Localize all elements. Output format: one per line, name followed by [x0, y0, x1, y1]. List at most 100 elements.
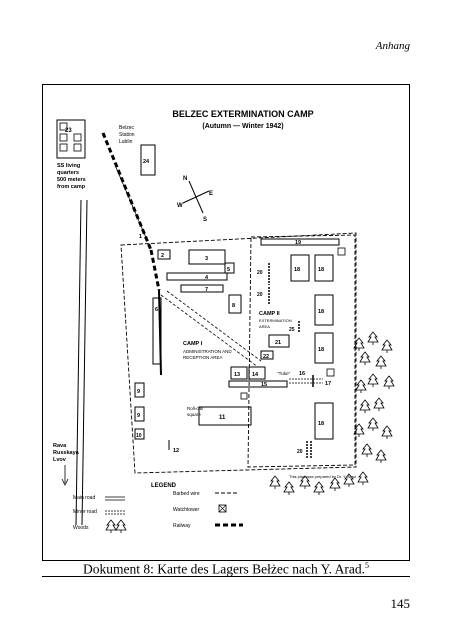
building-23-room: [59, 133, 68, 142]
prepared-by: This plan was prepared by Dr. Y. Arad: [289, 474, 356, 479]
label-18d: 18: [318, 347, 324, 353]
caption-footnote-marker: 5: [364, 561, 369, 570]
label-18e: 18: [318, 421, 324, 427]
label-20a: 20: [257, 270, 263, 276]
building-19: [260, 238, 340, 246]
camp-map: BELZEC EXTERMINATION CAMP (Autumn — Wint…: [53, 109, 395, 534]
caption-rule: [42, 576, 410, 577]
svg-text:W: W: [177, 203, 183, 209]
station-label-2: Station: [119, 132, 135, 138]
label-22: 22: [263, 354, 269, 360]
building-5: [224, 262, 235, 274]
caption-text: Dokument 8: Karte des Lagers Bełżec nach…: [83, 561, 365, 577]
building-24: [140, 144, 156, 176]
main-road-left: [75, 199, 82, 526]
station-label-1: Belzec: [119, 125, 135, 131]
map-title: BELZEC EXTERMINATION CAMP: [172, 109, 313, 119]
running-header: Anhang: [375, 40, 410, 52]
building-9b: [134, 406, 145, 422]
camp-ii-sub-1: EXTERMINATION: [259, 318, 292, 323]
tube-path-b: [166, 290, 262, 362]
rava-label-2: Russkaya: [53, 450, 80, 456]
building-23-room: [73, 143, 82, 152]
building-6: [152, 297, 162, 365]
legend-woods-tree: [105, 519, 117, 534]
legend-woods: Woods: [73, 525, 89, 531]
camp-i-label: CAMP I: [183, 341, 203, 347]
label-16: 16: [299, 371, 305, 377]
label-24: 24: [143, 159, 150, 165]
building-22: [260, 350, 274, 360]
label-9b: 9: [137, 413, 140, 419]
legend-watchtower-box: [218, 504, 227, 513]
building-23: [56, 119, 86, 159]
watchtower-1: [337, 247, 346, 256]
legend-watchtower-x2: [218, 504, 227, 513]
building-4: [166, 272, 228, 281]
building-18e: [314, 402, 334, 440]
svg-text:N: N: [183, 176, 187, 182]
roll-call-2: square: [187, 412, 201, 417]
railway-parallel: [114, 164, 148, 241]
ss-quarters-line1: SS living: [57, 163, 80, 169]
legend-woods-tree: [115, 519, 127, 534]
label-8: 8: [232, 303, 235, 309]
ss-quarters-line2: quarters: [57, 170, 79, 176]
legend-main-road: Main road: [73, 495, 95, 501]
roll-call-1: Roll-call: [187, 406, 203, 411]
legend-watchtower: Watchtower: [173, 507, 200, 513]
label-9a: 9: [137, 389, 140, 395]
building-3: [188, 249, 226, 265]
label-18a: 18: [294, 267, 300, 273]
label-4: 4: [205, 275, 209, 281]
building-2: [157, 249, 171, 260]
camp-ii-fence: [247, 234, 356, 468]
building-21: [268, 334, 290, 348]
building-18b: [314, 254, 334, 282]
label-19: 19: [295, 240, 301, 246]
building-18a: [290, 254, 310, 282]
label-12: 12: [173, 448, 179, 454]
tube-label: "Tube": [277, 371, 291, 376]
watchtower-3: [326, 368, 335, 377]
building-23-room: [59, 143, 68, 152]
building-14: [248, 366, 266, 380]
camp-map-figure: BELZEC EXTERMINATION CAMP (Autumn — Wint…: [42, 84, 410, 561]
railway-spur: [149, 249, 161, 291]
camp-i-sub-1: ADMINISTRATION AND: [183, 349, 232, 354]
rava-label-3: Lvov: [53, 457, 67, 463]
label-20c: 20: [297, 449, 303, 455]
building-13: [230, 366, 248, 380]
figure-caption: Dokument 8: Karte des Lagers Bełżec nach…: [42, 561, 410, 578]
label-17: 17: [325, 381, 331, 387]
camp-perimeter: [120, 232, 357, 474]
svg-text:E: E: [209, 191, 213, 197]
building-9a: [134, 382, 145, 398]
building-18c: [314, 294, 334, 326]
legend-barbed-wire: Barbed wire: [173, 491, 200, 497]
label-18b: 18: [318, 267, 324, 273]
building-11: [198, 406, 252, 426]
label-21: 21: [275, 340, 281, 346]
label-10: 10: [136, 433, 142, 439]
ss-quarters-line3: 500 meters: [57, 177, 86, 183]
label-25: 25: [289, 327, 295, 333]
label-14: 14: [252, 372, 259, 378]
camp-ii-label: CAMP II: [259, 311, 280, 317]
label-15: 15: [261, 382, 267, 388]
watchtower-2: [240, 392, 248, 400]
rava-label-1: Rava: [53, 443, 67, 449]
label-5: 5: [227, 267, 230, 273]
ss-quarters-line4: from camp: [57, 184, 86, 190]
tube-path-a: [160, 294, 259, 368]
building-10: [134, 428, 145, 440]
building-23-room: [59, 122, 68, 131]
building-23-room: [73, 133, 82, 142]
label-23: 23: [65, 128, 72, 134]
building-18d: [314, 332, 334, 364]
label-20b: 20: [257, 292, 263, 298]
rava-arrowhead: [61, 478, 69, 486]
building-15: [228, 380, 288, 388]
label-2: 2: [161, 253, 164, 259]
label-13: 13: [234, 372, 240, 378]
